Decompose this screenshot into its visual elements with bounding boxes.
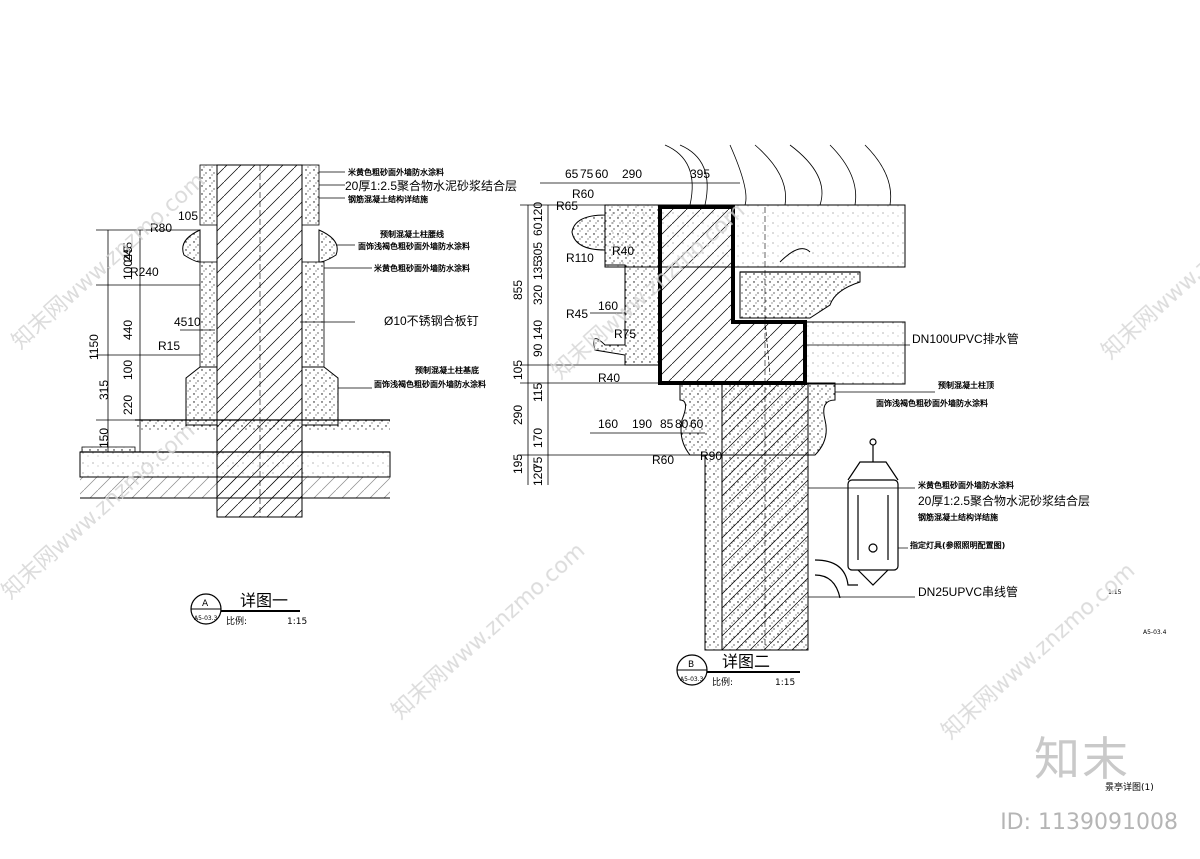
sheet-title: 景亭详图(1) [1105,781,1154,793]
dim-b-top-65: 65 [565,167,579,181]
dim-b-left-0: 120 [531,202,545,222]
detail-a-column [182,164,339,518]
detail-a-leaders [300,171,372,389]
dim-b-left-11: 170 [531,428,545,448]
dim-a-150: 150 [97,428,111,448]
dim-b-mid-80: 80 [675,417,689,431]
dim-a-r15: R15 [158,339,180,353]
sheet-number: A5-03.4 [1143,629,1167,636]
dim-b-left-7: 90 [531,343,545,357]
dim-b-left-3: 135 [531,260,545,280]
dim-b-mid-85: 85 [660,417,674,431]
note-a-4: 面饰浅褐色粗砂面外墙防水涂料 [358,241,470,251]
dim-b-top-395: 395 [690,167,710,181]
detail-a-drawing [79,164,391,518]
note-a-7: 预制混凝土柱基底 [415,365,479,375]
note-a-5: 米黄色粗砂面外墙防水涂料 [373,263,470,273]
dim-b-left-6: 140 [531,320,545,340]
dim-b-left-13: 75 [531,456,545,470]
radius-b-0: R65 [556,199,578,213]
detail-a-marker-sheet: A5-03.3 [194,615,218,622]
note-b-4: 20厚1:2.5聚合物水泥砂浆结合层 [918,493,1090,508]
detail-a-dimension-lines [96,229,215,452]
detail-b-scale-label: 比例: [712,676,733,688]
dim-b-left-855: 855 [511,280,525,300]
detail-b-title: 详图二 [722,652,770,671]
dim-b-left-290: 290 [511,405,525,425]
detail-b-marker-sheet: A5-03.3 [680,676,704,683]
radius-b-8: R90 [700,449,722,463]
detail-a-title-block [190,593,300,625]
radius-b-5: R75 [614,327,636,341]
radius-b-6: R40 [598,371,620,385]
watermark-text-2: 知末网www.znzmo.com [387,538,590,724]
note-a-6: Ø10不锈钢合板钉 [384,313,479,328]
dim-a-r80: R80 [150,221,172,235]
detail-a-scale-value: 1:15 [287,617,307,627]
watermark-logo: 知末 [1034,732,1130,786]
dim-b-left-9: 115 [531,383,545,402]
radius-b-1: R60 [572,187,594,201]
detail-b-dimension-lines [520,182,740,485]
dim-a-440: 440 [121,320,135,340]
radius-b-7: R60 [652,453,674,467]
detail-a-marker-letter: A [202,599,209,609]
detail-b-leaders [805,344,935,598]
dim-a-245: 245 [121,242,135,262]
dim-b-left-2: 305 [531,242,545,262]
dim-a-315: 315 [97,380,111,400]
radius-b-2: R110 [566,251,594,265]
dim-b-left-1: 60 [531,222,545,236]
dim-a-1150: 1150 [87,334,101,360]
detail-a-scale-label: 比例: [226,615,247,627]
dim-a-10045: 10045 [121,246,135,280]
note-a-2: 钢筋混凝土结构详结施 [348,194,428,204]
note-a-3: 预制混凝土柱腰线 [380,229,444,239]
detail-a-title: 详图一 [240,591,288,610]
note-b-3: 米黄色粗砂面外墙防水涂料 [917,480,1014,490]
detail-b-title-block [676,654,800,686]
dim-a-r240: R240 [130,265,159,279]
detail-b-drawing [520,144,935,651]
dim-a-105: 105 [178,209,198,223]
dim-a-100: 100 [121,360,135,380]
detail-b-cornice [571,204,661,366]
dim-b-left-14: 120 [531,466,545,486]
note-a-8: 面饰浅褐色粗砂面外墙防水涂料 [374,379,486,389]
dim-b-mid-160b: 160 [598,299,618,313]
detail-b-scale-value: 1:15 [775,678,795,688]
note-b-0: DN100UPVC排水管 [912,331,1019,346]
dim-b-left-195: 195 [511,454,525,474]
note-b-5: 钢筋混凝土结构详结施 [918,512,998,522]
note-b-2: 面饰浅褐色粗砂面外墙防水涂料 [876,398,988,408]
dim-b-left-5: 320 [531,285,545,305]
dim-b-top-290: 290 [622,167,642,181]
sheet-scale-note: 1:15 [1108,589,1122,596]
dim-b-mid-60: 60 [690,417,704,431]
dim-b-top-60: 60 [595,167,609,181]
dim-b-left-105: 105 [511,360,525,380]
dim-b-mid-190: 190 [632,417,652,431]
note-a-0: 米黄色粗砂面外墙防水涂料 [347,167,444,177]
note-b-7: DN25UPVC串线管 [918,584,1018,599]
radius-b-3: R40 [612,244,634,258]
dim-a-4510: 4510 [174,315,201,329]
dim-b-mid-160: 160 [598,417,618,431]
detail-b-marker-letter: B [688,660,694,670]
note-a-1: 20厚1:2.5聚合物水泥砂浆结合层 [345,178,517,193]
watermark-text-5: 知末网www.znzmo.com [1097,178,1200,364]
dim-b-top-75: 75 [580,167,594,181]
detail-b-wall-lamp [814,438,899,599]
radius-b-4: R45 [566,307,588,321]
detail-b-basin [739,271,861,319]
note-b-1: 预制混凝土柱顶 [938,380,994,390]
watermark-id: ID: 1139091008 [1000,810,1178,835]
note-b-6: 指定灯具(参照照明配置图) [910,540,1005,550]
dim-a-220: 220 [121,395,135,415]
